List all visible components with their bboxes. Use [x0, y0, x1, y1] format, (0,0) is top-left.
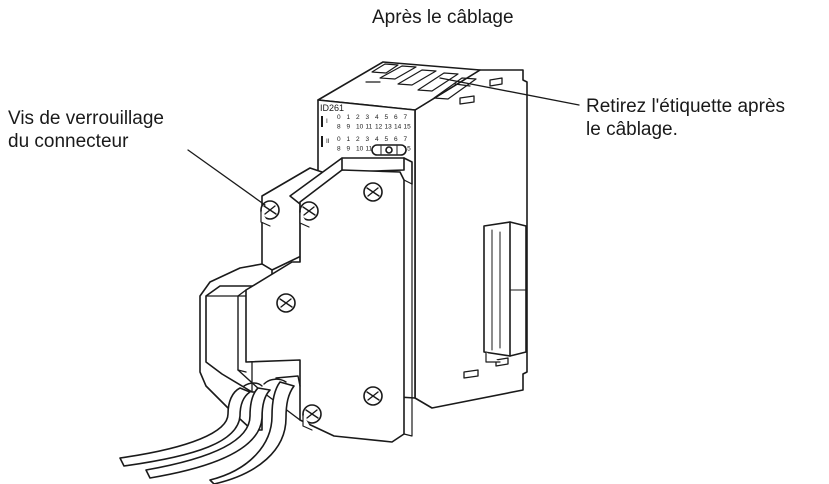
remove-label-line-1: Retirez l'étiquette après	[586, 96, 786, 117]
led-number: 10	[356, 124, 364, 131]
leader-locking-screw	[187, 149, 266, 206]
led-number: 5	[385, 136, 389, 143]
led-number: 2	[356, 136, 360, 143]
cable-2	[145, 387, 271, 479]
led-number: 1	[347, 114, 351, 121]
led-number: 12	[375, 124, 383, 131]
remove-label-instruction: Retirez l'étiquette après le câblage.	[586, 95, 785, 141]
led-number: 8	[337, 146, 341, 153]
led-number: 13	[385, 124, 393, 131]
led-number: 9	[347, 146, 351, 153]
module-model: ID261	[320, 103, 344, 113]
row-label-ii: II	[326, 138, 330, 145]
leader-lines	[187, 77, 580, 206]
led-number: 9	[347, 124, 351, 131]
leader-remove-label	[439, 77, 580, 106]
led-number: 2	[356, 114, 360, 121]
row-label-i: I	[326, 118, 328, 125]
led-number: 3	[366, 114, 370, 121]
led-number: 14	[394, 124, 402, 131]
screw-bottom-left	[302, 404, 322, 431]
side-din-connector	[483, 221, 527, 363]
row-marker-ii	[321, 136, 323, 147]
led-number: 1	[347, 136, 351, 143]
screw-middle	[276, 293, 296, 313]
remove-label-line-2: le câblage.	[586, 119, 678, 140]
row-marker-i	[321, 116, 323, 127]
led-number: 7	[404, 136, 408, 143]
led-number: 6	[394, 136, 398, 143]
led-number: 0	[337, 114, 341, 121]
locking-screw-right	[299, 201, 319, 228]
led-number: 0	[337, 136, 341, 143]
led-number: 6	[394, 114, 398, 121]
status-window-screw	[385, 146, 393, 154]
led-number: 4	[375, 136, 379, 143]
cable-1	[119, 387, 251, 467]
locking-screw-label-line-2: du connecteur	[8, 131, 129, 152]
led-number: 11	[366, 124, 373, 131]
locking-screw-label-line-1: Vis de verrouillage	[8, 108, 164, 129]
locking-screw-label: Vis de verrouillage du connecteur	[8, 107, 164, 153]
led-number: 7	[404, 114, 408, 121]
led-number: 15	[404, 146, 412, 153]
cables	[119, 375, 301, 484]
led-number: 3	[366, 136, 370, 143]
led-number: 5	[385, 114, 389, 121]
top-vents	[365, 63, 477, 100]
led-number: 11	[366, 146, 373, 153]
led-number: 4	[375, 114, 379, 121]
screw-top-right	[363, 182, 383, 202]
led-number: 8	[337, 124, 341, 131]
side-latches	[459, 77, 509, 379]
screws	[260, 182, 383, 431]
led-number: 15	[404, 124, 412, 131]
cable-3	[209, 381, 295, 484]
screw-bottom-right	[363, 386, 383, 406]
diagram-title: Après le câblage	[372, 7, 514, 28]
led-number: 10	[356, 146, 364, 153]
locking-screw-left	[260, 200, 280, 227]
